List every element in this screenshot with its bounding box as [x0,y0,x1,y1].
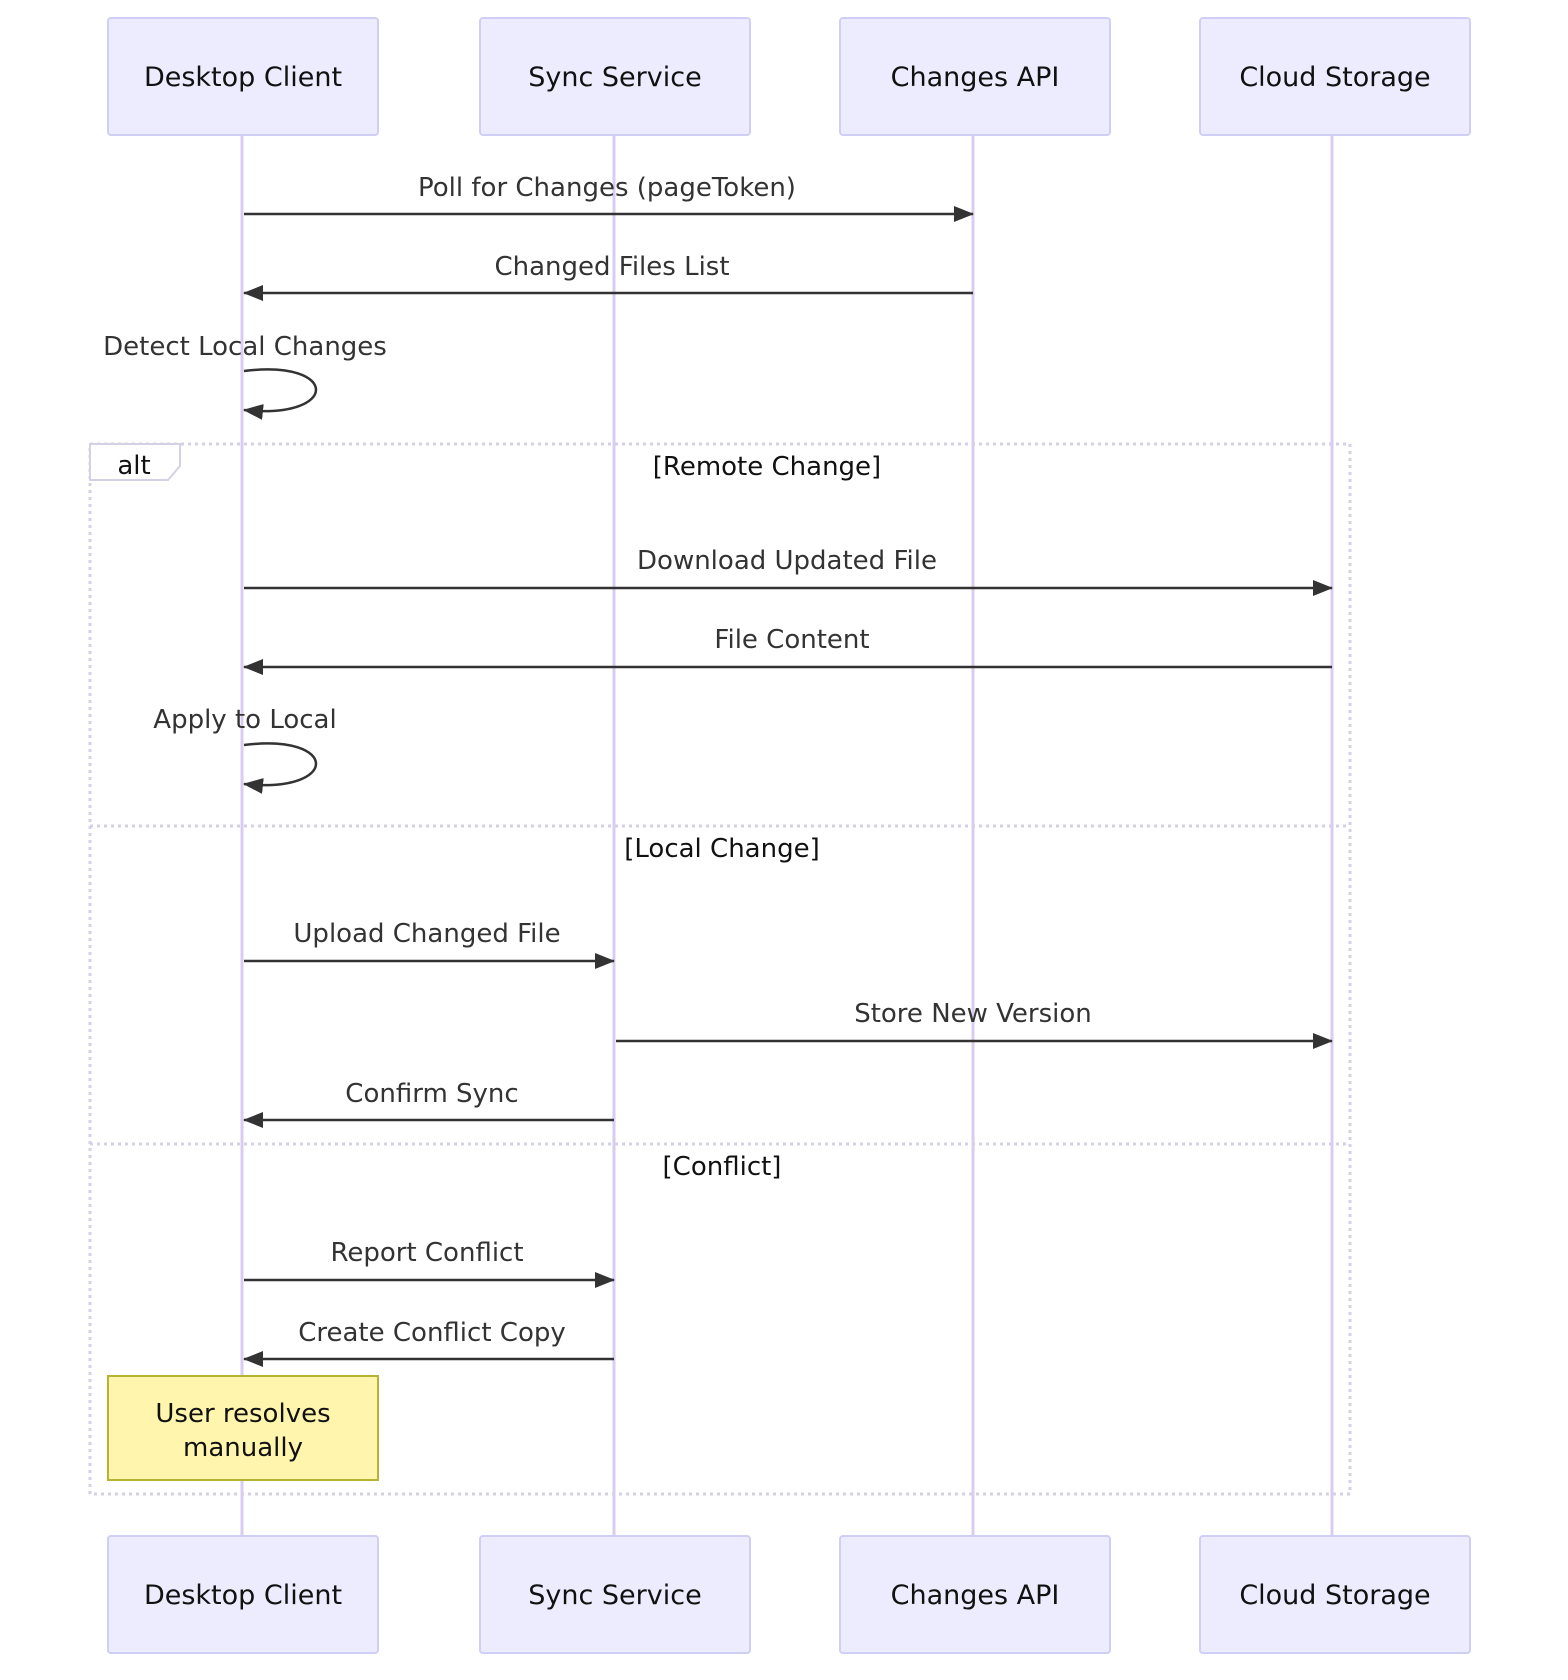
message-file-content: File Content [243,625,1332,675]
message-upload-changed-file: Upload Changed File [244,919,615,969]
participant-bottom-desktop-client: Desktop Client [107,1535,379,1654]
message-changed-files-list: Changed Files List [243,252,973,301]
actor-label: Sync Service [528,1580,701,1611]
message-create-conflict-copy: Create Conflict Copy [243,1318,614,1367]
self-loop-arrow [243,368,318,420]
actor-label: Cloud Storage [1239,1580,1430,1611]
message-label: Store New Version [854,999,1092,1029]
participant-bottom-changes-api: Changes API [839,1535,1111,1654]
participant-top-desktop-client: Desktop Client [107,17,379,136]
participant-bottom-cloud-storage: Cloud Storage [1199,1535,1471,1654]
message-label: Upload Changed File [293,919,560,949]
message-label: Changed Files List [494,252,729,282]
actor-box [839,1535,1111,1654]
message-report-conflict: Report Conflict [244,1238,615,1288]
actor-box [107,17,379,136]
section-label-remote-change: [Remote Change] [653,452,881,482]
actor-label: Changes API [891,1580,1060,1611]
message-apply-to-local: Apply to Local [153,705,337,794]
participant-bottom-sync-service: Sync Service [479,1535,751,1654]
message-download-updated-file: Download Updated File [244,546,1333,596]
message-label: Confirm Sync [345,1079,518,1109]
alt-frame-label-box [89,443,181,481]
self-loop-arrow [243,742,318,794]
note-line-1: User resolves [155,1399,330,1429]
note-line-2: manually [183,1433,303,1463]
alt-frame: alt [Remote Change] [Local Change] [Conf… [88,442,1352,1496]
participant-top-cloud-storage: Cloud Storage [1199,17,1471,136]
actor-box [479,1535,751,1654]
message-confirm-sync: Confirm Sync [243,1079,614,1128]
section-label-local-change: [Local Change] [624,834,819,864]
actor-label: Changes API [891,62,1060,93]
section-label-conflict: [Conflict] [663,1152,782,1182]
message-store-new-version: Store New Version [616,999,1333,1049]
message-label: File Content [714,625,869,655]
actor-box [1199,1535,1471,1654]
actor-box [1199,17,1471,136]
message-label: Apply to Local [153,705,336,735]
alt-frame-border [88,442,1352,1496]
participant-top-changes-api: Changes API [839,17,1111,136]
message-label: Detect Local Changes [103,332,387,362]
note-box [107,1375,379,1481]
actor-label: Sync Service [528,62,701,93]
message-label: Report Conflict [330,1238,523,1268]
message-poll-for-changes: Poll for Changes (pageToken) [244,173,974,222]
actor-label: Cloud Storage [1239,62,1430,93]
participant-top-sync-service: Sync Service [479,17,751,136]
actor-box [839,17,1111,136]
message-label: Poll for Changes (pageToken) [418,173,796,203]
actor-box [107,1535,379,1654]
actor-label: Desktop Client [144,62,342,93]
message-detect-local-changes: Detect Local Changes [103,332,387,420]
actor-label: Desktop Client [144,1580,342,1611]
message-label: Download Updated File [637,546,937,576]
actor-box [479,17,751,136]
note-user-resolves: User resolves manually [107,1375,379,1481]
message-label: Create Conflict Copy [298,1318,566,1348]
alt-frame-label: alt [117,451,150,481]
